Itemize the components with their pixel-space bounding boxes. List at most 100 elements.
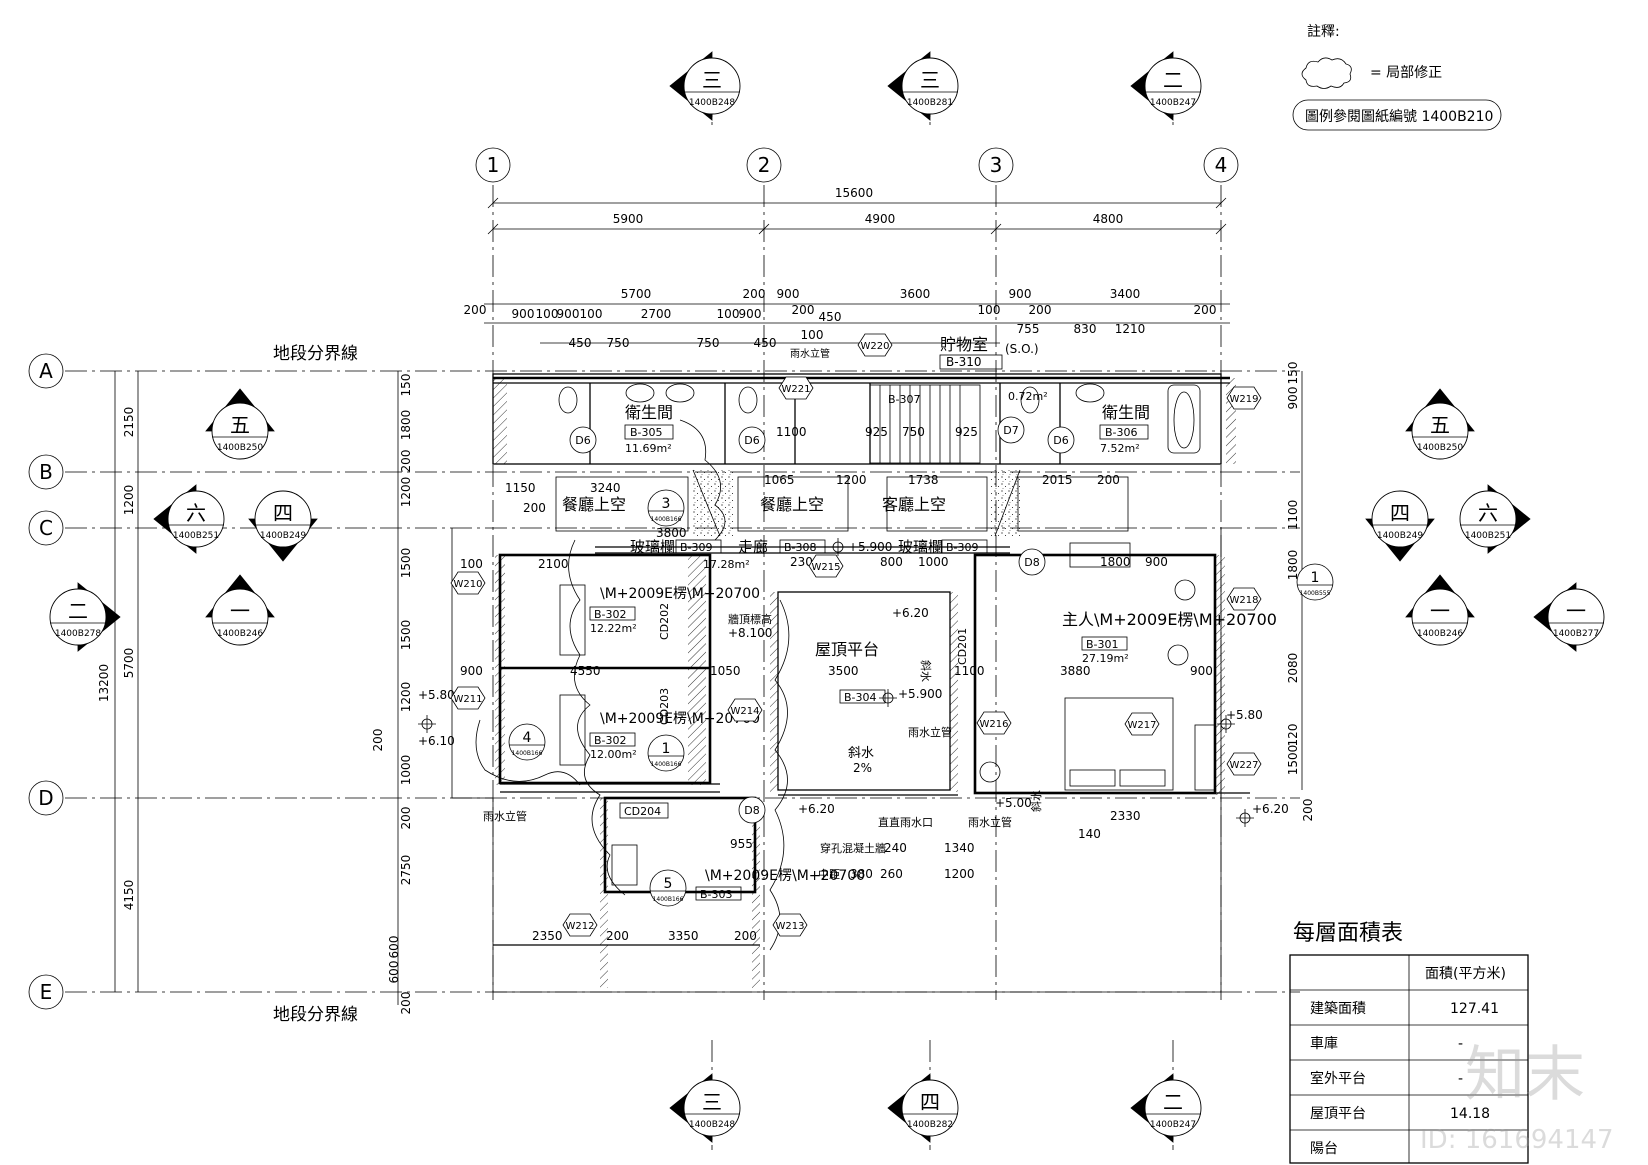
- top-dimensions: 15600 5900 4900 4800 200 5700 200 900 36…: [464, 186, 1230, 350]
- svg-text:1340: 1340: [944, 841, 975, 855]
- svg-text:5700: 5700: [122, 648, 136, 679]
- svg-text:12.22m²: 12.22m²: [590, 622, 637, 635]
- storage-code: B-310: [946, 355, 981, 369]
- svg-text:D6: D6: [1053, 434, 1068, 447]
- svg-text:C: C: [39, 516, 53, 540]
- svg-text:D6: D6: [744, 434, 759, 447]
- svg-text:900: 900: [1190, 664, 1213, 678]
- window-tag: W212: [562, 913, 598, 937]
- svg-text:B-302: B-302: [594, 734, 627, 747]
- svg-text:+5.900: +5.900: [898, 687, 942, 701]
- svg-text:450: 450: [819, 310, 842, 324]
- grid-bubbles: 1 2 3 4 A B C D E: [28, 147, 1239, 1010]
- bathtub-icon: [1167, 384, 1201, 454]
- section-ref: 1400B277: [1553, 629, 1599, 639]
- svg-text:900: 900: [1286, 387, 1300, 410]
- area-table: 每層面積表 面積(平方米) 建築面積 127.41 車庫 - 室外平台 - 屋頂…: [1289, 921, 1529, 1164]
- section-number: 五: [230, 413, 250, 437]
- roof-terrace-label: 屋頂平台: [815, 640, 879, 659]
- svg-text:1: 1: [487, 153, 500, 177]
- svg-text:3400: 3400: [1110, 287, 1141, 301]
- svg-text:1200: 1200: [122, 485, 136, 516]
- living-void-label: 客廳上空: [882, 495, 946, 514]
- svg-text:2700: 2700: [641, 307, 672, 321]
- section-number: 五: [1430, 413, 1450, 437]
- svg-text:925: 925: [955, 425, 978, 439]
- svg-text:2750: 2750: [399, 855, 413, 886]
- svg-text:W210: W210: [454, 579, 483, 590]
- svg-text:B-309: B-309: [946, 541, 979, 554]
- svg-text:2330: 2330: [1110, 809, 1141, 823]
- svg-text:240: 240: [884, 841, 907, 855]
- sink-icon: [1075, 383, 1105, 403]
- section-number: 三: [702, 1090, 722, 1114]
- svg-text:2100: 2100: [538, 557, 569, 571]
- svg-text:2: 2: [758, 153, 771, 177]
- svg-text:CD202: CD202: [658, 603, 671, 640]
- chair-icon: [1174, 579, 1196, 601]
- svg-text:1200: 1200: [399, 477, 413, 508]
- section-number: 三: [920, 68, 940, 92]
- svg-text:屋頂平台: 屋頂平台: [1310, 1106, 1366, 1122]
- section-ref: 1400B246: [217, 629, 264, 639]
- window-tag: W221: [778, 376, 814, 400]
- svg-text:-: -: [1458, 1036, 1463, 1052]
- svg-text:B: B: [39, 460, 53, 484]
- svg-text:4900: 4900: [865, 212, 896, 226]
- grid-row-bubble: D: [28, 780, 64, 816]
- svg-text:100: 100: [460, 557, 483, 571]
- svg-text:D8: D8: [744, 804, 759, 817]
- svg-text:150: 150: [1286, 362, 1300, 385]
- svg-text:(S.O.): (S.O.): [1005, 342, 1039, 356]
- svg-text:1050: 1050: [710, 664, 741, 678]
- svg-text:2%: 2%: [853, 761, 872, 775]
- svg-text:750: 750: [607, 336, 630, 350]
- svg-text:D7: D7: [1003, 424, 1018, 437]
- section-ref: 1400B249: [1377, 531, 1424, 541]
- svg-text:玻璃欄: 玻璃欄: [898, 538, 943, 556]
- svg-text:W221: W221: [782, 384, 811, 395]
- fixtures: [558, 383, 1216, 886]
- svg-text:900: 900: [460, 664, 483, 678]
- level-markers: [418, 538, 1254, 827]
- svg-text:100: 100: [536, 307, 559, 321]
- svg-text:450: 450: [754, 336, 777, 350]
- svg-text:14.18: 14.18: [1450, 1106, 1490, 1122]
- section-number: 四: [920, 1090, 940, 1114]
- svg-text:W227: W227: [1230, 760, 1259, 771]
- svg-text:200: 200: [399, 992, 413, 1015]
- boundary-label-top: 地段分界線: [273, 344, 358, 364]
- svg-text:100: 100: [580, 307, 603, 321]
- window-tag: W215: [808, 554, 844, 578]
- section-markers: 三1400B248三1400B281二1400B247三1400B248四140…: [49, 51, 1605, 1143]
- svg-text:陽台: 陽台: [1310, 1141, 1338, 1157]
- section-ref: 1400B248: [689, 98, 736, 108]
- room-labels: 貯物室 (S.O.) B-310 衛生間 B-305 11.69m² 衛生間 B…: [418, 335, 1289, 901]
- svg-text:380: 380: [850, 867, 873, 881]
- svg-text:1500: 1500: [399, 620, 413, 651]
- svg-text:B-308: B-308: [784, 541, 817, 554]
- svg-text:+6.20: +6.20: [892, 606, 929, 620]
- svg-text:B-303: B-303: [700, 888, 733, 901]
- svg-text:900: 900: [1145, 555, 1168, 569]
- svg-text:2350: 2350: [532, 929, 563, 943]
- svg-text:3880: 3880: [1060, 664, 1091, 678]
- svg-text:3240: 3240: [590, 481, 621, 495]
- svg-text:4: 4: [523, 730, 532, 746]
- svg-text:12.00m²: 12.00m²: [590, 748, 637, 761]
- svg-text:1200: 1200: [944, 867, 975, 881]
- svg-text:1200: 1200: [836, 473, 867, 487]
- bedroom-label: \M+2009E楞\M+20700: [600, 586, 760, 602]
- section-ref: 1400B249: [260, 531, 307, 541]
- svg-text:中距: 中距: [818, 868, 840, 881]
- svg-text:15600: 15600: [835, 186, 873, 200]
- watermark-brand: 知末: [1465, 1040, 1585, 1110]
- svg-text:B-305: B-305: [630, 426, 663, 439]
- boundary-label-bottom: 地段分界線: [273, 1005, 358, 1025]
- svg-text:200: 200: [1097, 473, 1120, 487]
